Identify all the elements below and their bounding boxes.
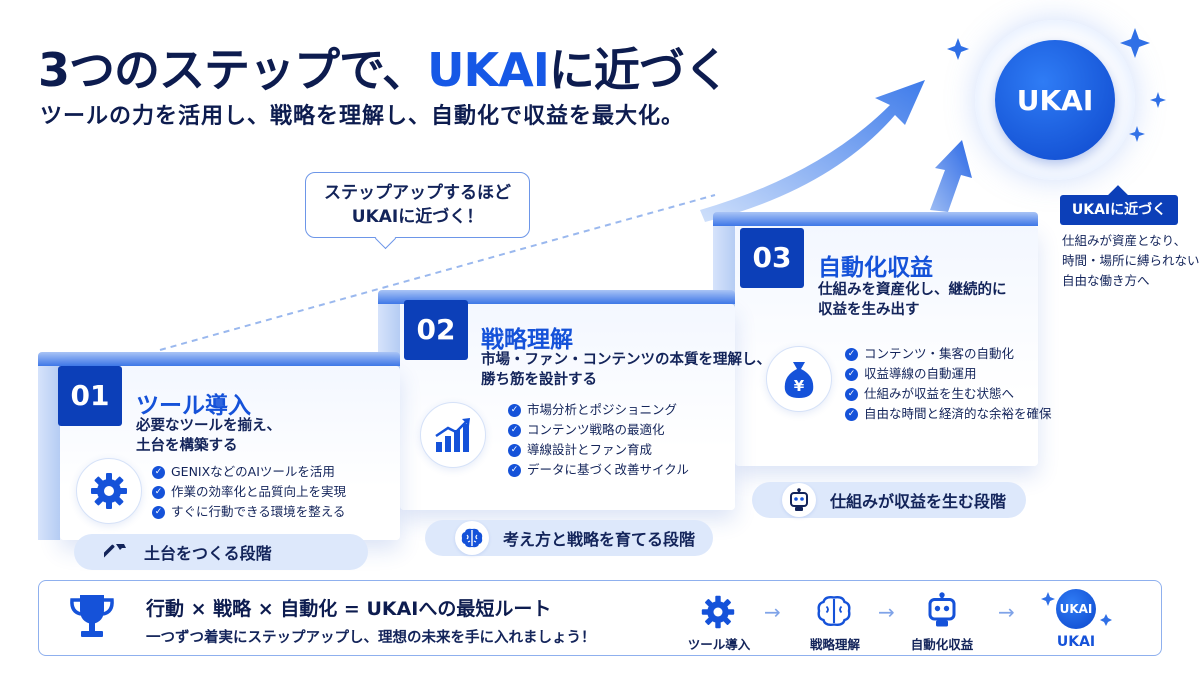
money-bag-icon: ¥ — [766, 346, 832, 412]
step1-title: ツール導入 — [136, 393, 251, 419]
big-arrow-icon — [700, 80, 925, 222]
step3-top-face — [713, 212, 1038, 226]
list-item: ✓コンテンツ戦略の最適化 — [508, 420, 689, 440]
dashed-progress-line — [159, 194, 716, 351]
ukai-goal-label: UKAI — [995, 40, 1115, 160]
hammer-icon — [104, 540, 130, 564]
flow-ukai-icon: UKAI — [1056, 589, 1096, 629]
bottom-sub-text: 一つずつ着実にステップアップし、理想の未来を手に入れましょう！ — [146, 630, 596, 646]
goal-desc: 仕組みが資産となり、 時間・場所に縛られない 自由な働き方へ — [1062, 233, 1200, 288]
svg-text:¥: ¥ — [794, 377, 805, 395]
sparkle-icon — [1129, 126, 1145, 142]
page-title: 3つのステップで、UKAIに近づく — [38, 43, 730, 97]
step1-number: 01 — [58, 366, 122, 426]
step1-checklist: ✓GENIXなどのAIツールを活用 ✓作業の効率化と品質向上を実現 ✓すぐに行動… — [152, 462, 346, 522]
flow-gear-icon — [700, 594, 736, 634]
ukai-goal: UKAI — [975, 20, 1135, 180]
step3-title: 自動化収益 — [818, 255, 933, 281]
step1-stage-label: 土台をつくる段階 — [144, 544, 272, 563]
flow-label-ukai: UKAI — [1056, 634, 1096, 650]
list-item: ✓市場分析とポジショニング — [508, 400, 689, 420]
bottom-main-text: 行動 × 戦略 × 自動化 = UKAIへの最短ルート — [146, 598, 552, 620]
flow-arrow-icon: → — [878, 600, 895, 624]
step2-number: 02 — [404, 300, 468, 360]
step3-number: 03 — [740, 228, 804, 288]
list-item: ✓GENIXなどのAIツールを活用 — [152, 462, 346, 482]
trophy-icon — [66, 592, 118, 646]
flow-label-strategy: 戦略理解 — [809, 637, 860, 652]
step2-stage-pill: 考え方と戦略を育てる段階 — [425, 520, 713, 556]
small-arrow-icon — [930, 140, 972, 212]
flow-label-automation: 自動化収益 — [910, 637, 974, 652]
flow-arrow-icon: → — [998, 600, 1015, 624]
robot-icon — [782, 483, 816, 517]
step3-stage-pill: 仕組みが収益を生む段階 — [752, 482, 1026, 518]
list-item: ✓作業の効率化と品質向上を実現 — [152, 482, 346, 502]
list-item: ✓データに基づく改善サイクル — [508, 460, 689, 480]
step2-title: 戦略理解 — [481, 327, 573, 353]
brain-icon — [455, 521, 489, 555]
flow-arrow-icon: → — [764, 600, 781, 624]
list-item: ✓導線設計とファン育成 — [508, 440, 689, 460]
step1-desc: 必要なツールを揃え、土台を構築する — [136, 418, 281, 454]
step-up-bubble: ステップアップするほど UKAIに近づく！ — [305, 172, 530, 238]
sparkle-icon — [1150, 92, 1166, 108]
step2-stage-label: 考え方と戦略を育てる段階 — [503, 530, 696, 549]
step3-checklist: ✓コンテンツ・集客の自動化 ✓収益導線の自動運用 ✓仕組みが収益を生む状態へ ✓… — [845, 344, 1052, 424]
step1-top-face — [38, 352, 400, 366]
list-item: ✓コンテンツ・集客の自動化 — [845, 344, 1052, 364]
list-item: ✓自由な時間と経済的な余裕を確保 — [845, 404, 1052, 424]
sparkle-icon — [1120, 28, 1150, 58]
bubble-line1: ステップアップするほど — [324, 183, 511, 203]
page-subtitle: ツールの力を活用し、戦略を理解し、自動化で収益を最大化。 — [40, 104, 685, 129]
list-item: ✓収益導線の自動運用 — [845, 364, 1052, 384]
gear-icon — [76, 458, 142, 524]
list-item: ✓仕組みが収益を生む状態へ — [845, 384, 1052, 404]
flow-robot-icon — [924, 592, 960, 632]
step3-stage-label: 仕組みが収益を生む段階 — [830, 492, 1007, 511]
sparkle-icon — [947, 38, 969, 60]
growth-chart-icon — [420, 402, 486, 468]
flow-label-tools: ツール導入 — [687, 637, 751, 652]
bubble-line2: UKAIに近づく！ — [351, 207, 484, 227]
bottom-summary-bar — [38, 580, 1162, 656]
step1-side-face — [38, 366, 60, 540]
step3-desc: 仕組みを資産化し、継続的に収益を生み出す — [818, 282, 1007, 318]
step2-checklist: ✓市場分析とポジショニング ✓コンテンツ戦略の最適化 ✓導線設計とファン育成 ✓… — [508, 400, 689, 480]
goal-badge: UKAIに近づく — [1060, 195, 1178, 225]
flow-brain-icon — [816, 594, 852, 632]
flow-sparkle-icon — [1041, 592, 1112, 626]
step2-desc: 市場・ファン・コンテンツの本質を理解し、勝ち筋を設計する — [481, 352, 771, 388]
step1-stage-pill: 土台をつくる段階 — [74, 534, 368, 570]
list-item: ✓すぐに行動できる環境を整える — [152, 502, 346, 522]
